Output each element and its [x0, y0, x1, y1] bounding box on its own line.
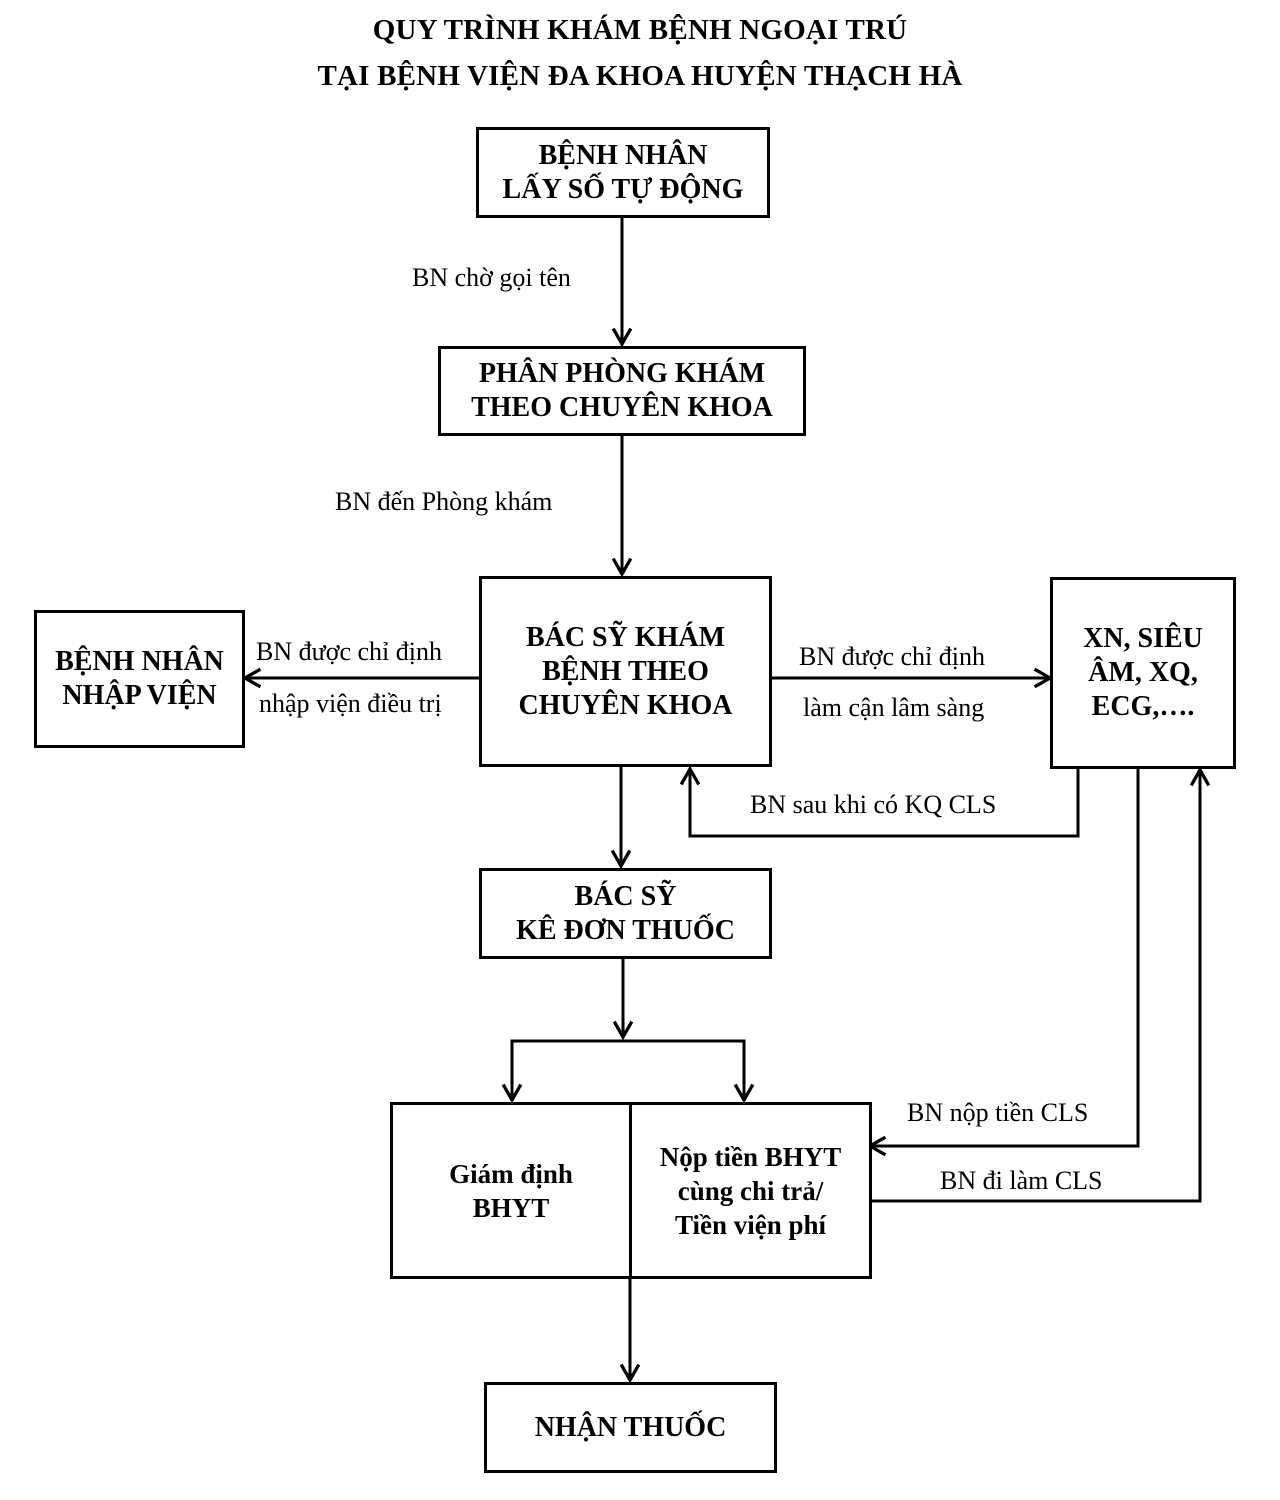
label-admit-line1: BN được chỉ định [256, 637, 442, 666]
node-text: BÁC SỸ [574, 880, 677, 912]
arrow-tests-to-payment [870, 768, 1140, 1146]
node-text: LẤY SỐ TỰ ĐỘNG [502, 173, 744, 205]
node-text: BỆNH NHÂN [55, 646, 224, 677]
label-after-cls: BN sau khi có KQ CLS [750, 790, 997, 819]
node-text: ECG,…. [1091, 691, 1195, 722]
label-to-clinic: BN đến Phòng khám [335, 487, 553, 516]
label-cls-line1: BN được chỉ định [799, 642, 985, 671]
page-title: QUY TRÌNH KHÁM BỆNH NGOẠI TRÚ [372, 14, 908, 46]
label-pay-cls: BN nộp tiền CLS [907, 1098, 1089, 1127]
node-text: NHẬN THUỐC [534, 1411, 727, 1443]
node-text: cùng chi trả/ [677, 1175, 824, 1206]
node-assign-room: PHÂN PHÒNG KHÁM THEO CHUYÊN KHOA [438, 346, 806, 436]
node-text: THEO CHUYÊN KHOA [471, 392, 773, 423]
node-tests: XN, SIÊU ÂM, XQ, ECG,…. [1050, 577, 1236, 769]
label-wait-call: BN chờ gọi tên [412, 263, 571, 292]
node-text: BHYT [472, 1192, 550, 1223]
node-doctor-exam: BÁC SỸ KHÁM BỆNH THEO CHUYÊN KHOA [479, 576, 772, 767]
node-text: ÂM, XQ, [1088, 657, 1198, 688]
node-text: Nộp tiền BHYT [659, 1141, 842, 1172]
arrow-payment-to-tests [870, 770, 1200, 1203]
node-text: BÁC SỸ KHÁM [525, 621, 726, 653]
node-text: KÊ ĐƠN THUỐC [516, 914, 735, 946]
label-admit-line2: nhập viện điều trị [259, 689, 442, 718]
node-text: PHÂN PHÒNG KHÁM [478, 358, 766, 389]
node-text: Giám định [449, 1158, 573, 1189]
label-cls-line2: làm cận lâm sàng [803, 693, 985, 722]
node-text: Tiền viện phí [674, 1209, 827, 1240]
node-prescription: BÁC SỸ KÊ ĐƠN THUỐC [479, 868, 772, 959]
page-subtitle: TẠI BỆNH VIỆN ĐA KHOA HUYỆN THẠCH HÀ [317, 60, 963, 92]
node-text: CHUYÊN KHOA [518, 689, 733, 721]
node-text: BỆNH THEO [542, 655, 709, 687]
branch-bar [510, 1039, 746, 1100]
node-take-number: BỆNH NHÂN LẤY SỐ TỰ ĐỘNG [476, 127, 770, 218]
node-receive-medicine: NHẬN THUỐC [484, 1382, 777, 1473]
node-text: NHẬP VIỆN [62, 680, 217, 711]
node-payment-group: Giám định BHYT Nộp tiền BHYT cùng chi tr… [390, 1102, 872, 1279]
node-text: BỆNH NHÂN [538, 139, 708, 171]
node-text: XN, SIÊU [1083, 623, 1203, 654]
arrow-tests-to-exam [690, 768, 1080, 838]
node-payment: Nộp tiền BHYT cùng chi trả/ Tiền viện ph… [632, 1105, 869, 1276]
label-go-cls: BN đi làm CLS [940, 1166, 1103, 1195]
node-admission: BỆNH NHÂN NHẬP VIỆN [34, 610, 245, 748]
node-insurance-check: Giám định BHYT [393, 1105, 632, 1276]
